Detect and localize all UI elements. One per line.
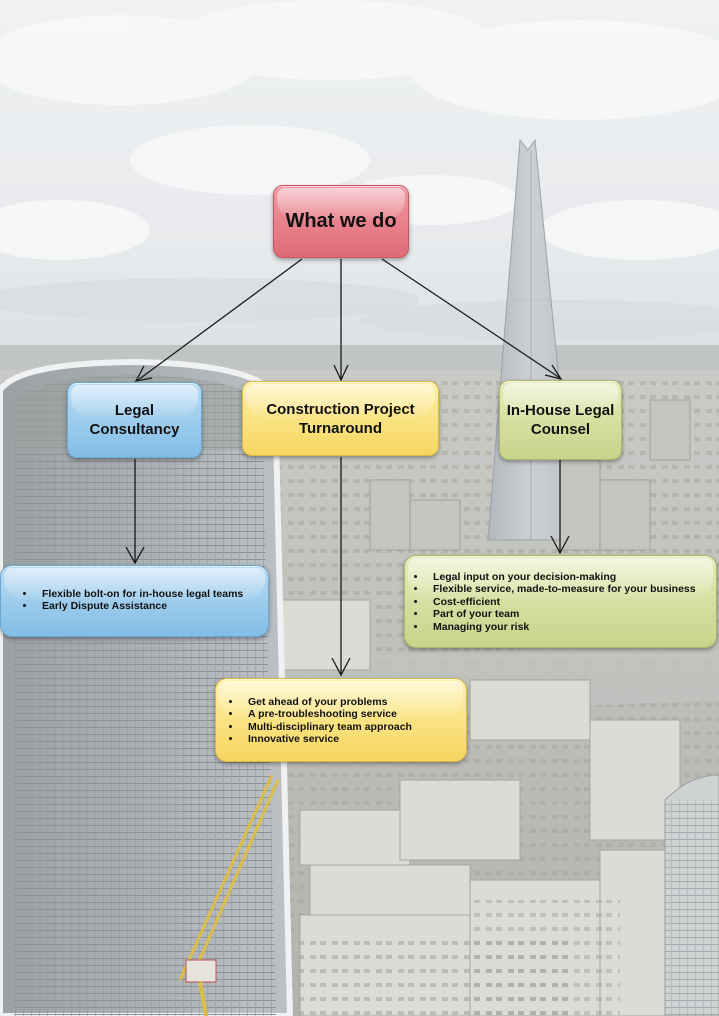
construction-turnaround-details: Get ahead of your problems A pre-trouble…	[215, 678, 467, 762]
branch-title-line: In-House Legal	[506, 402, 615, 419]
list-item: Managing your risk	[427, 621, 716, 633]
branch-title-line: Turnaround	[298, 419, 383, 437]
list-item: Multi-disciplinary team approach	[242, 721, 466, 733]
branch-construction-project-turnaround: Construction Project Turnaround	[242, 381, 439, 456]
list-item: Innovative service	[242, 733, 466, 745]
legal-consultancy-details: Flexible bolt-on for in-house legal team…	[0, 565, 269, 637]
list-item: Part of your team	[427, 608, 716, 620]
branch-in-house-legal-counsel: In-House Legal Counsel	[499, 380, 622, 460]
branch-title-line: Counsel	[530, 421, 591, 438]
list-item: Get ahead of your problems	[242, 696, 466, 708]
root-node-what-we-do: What we do	[273, 185, 409, 258]
in-house-counsel-details: Legal input on your decision-making Flex…	[404, 555, 717, 648]
list-item: Flexible bolt-on for in-house legal team…	[36, 588, 268, 600]
connector-arrows	[125, 258, 570, 677]
branch-legal-consultancy: Legal Consultancy	[67, 382, 202, 458]
list-item: Early Dispute Assistance	[36, 600, 268, 612]
list-item: Cost-efficient	[427, 596, 716, 608]
root-node-label: What we do	[285, 210, 397, 232]
list-item: A pre-troubleshooting service	[242, 708, 466, 720]
list-item: Flexible service, made-to-measure for yo…	[427, 583, 716, 595]
branch-title-line: Legal	[114, 402, 155, 419]
list-item: Legal input on your decision-making	[427, 571, 716, 583]
branch-title-line: Construction Project	[266, 400, 415, 418]
branch-title-line: Consultancy	[89, 421, 180, 438]
